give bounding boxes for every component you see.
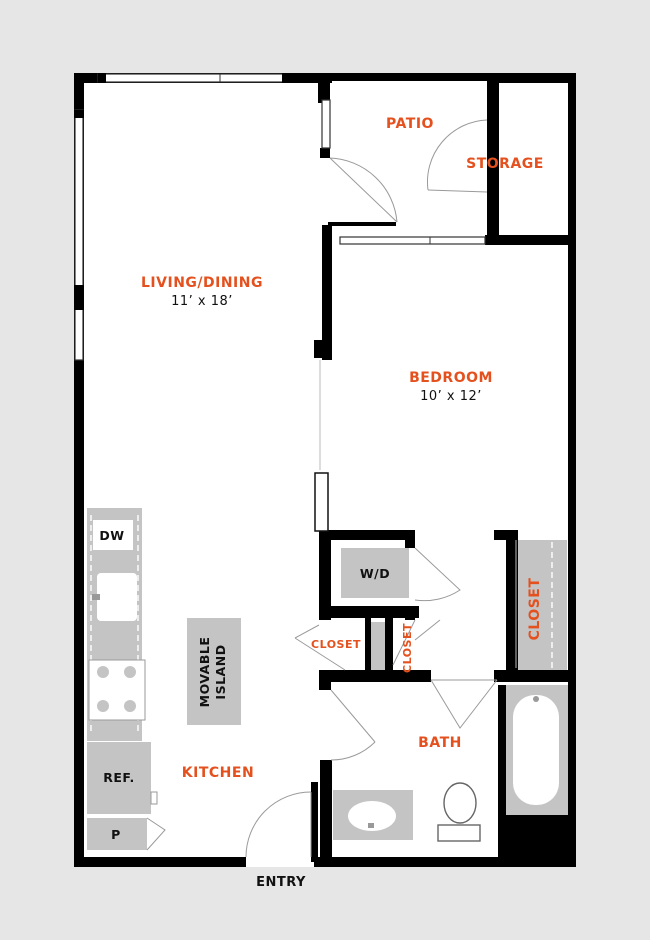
wall-bath-jamb (319, 670, 331, 690)
bath-door-icon (330, 689, 376, 743)
washer-dryer (341, 548, 409, 598)
entry-door-swing (245, 791, 312, 858)
wall-bath-corner (498, 815, 576, 867)
patio-label: PATIO (386, 116, 434, 132)
bath-closet-door-icon (430, 679, 498, 729)
window-patio (321, 99, 331, 149)
closet-door-icon (294, 624, 346, 671)
wall-bottom-left (74, 857, 246, 867)
patio-door-icon (329, 157, 398, 223)
sink-faucet-icon (92, 594, 100, 600)
movable-island (187, 618, 241, 725)
burner-icon (97, 700, 109, 712)
doors (245, 119, 517, 858)
entry-label: ENTRY (256, 875, 306, 890)
wall-patio-divider-top (318, 73, 330, 103)
storage-door-swing (426, 119, 488, 191)
wall-patio-top (320, 73, 495, 81)
wall-closet-divider (365, 618, 371, 674)
burner-icon (124, 666, 136, 678)
tub-drain-icon (533, 696, 539, 702)
bedroom-door-icon (314, 472, 329, 532)
wall-wd-top (319, 530, 415, 540)
wall-closet-right (506, 530, 518, 675)
wall-bath-top (319, 670, 431, 682)
wall-tub (498, 685, 506, 815)
toilet-bowl-icon (443, 782, 477, 824)
living-dining-dims: 11’ x 18’ (171, 294, 233, 309)
refrigerator-label: REF. (103, 770, 135, 785)
window-mullion (98, 73, 106, 83)
burner-icon (97, 666, 109, 678)
wall-patio-bottom (328, 222, 396, 226)
wall-bath-left (320, 760, 332, 867)
wall-storage-left (487, 73, 499, 193)
wall-pillar (320, 148, 330, 158)
wall-wd-left (319, 530, 331, 620)
wall-storage-top (487, 73, 576, 83)
wall-closet-jamb (405, 606, 415, 620)
wall-bedroom-left-upper (322, 225, 332, 360)
island-label-line1: MOVABLE (197, 637, 212, 708)
window-mullion (74, 285, 84, 310)
toilet-tank-icon (437, 824, 481, 842)
burner-icon (124, 700, 136, 712)
wall-closet-right-top (494, 530, 512, 540)
wall-left (74, 73, 84, 867)
hall-closet-shelf (371, 622, 385, 674)
pantry-label: P (111, 827, 121, 842)
island-label-line2: ISLAND (213, 644, 228, 699)
storage-door-icon (427, 189, 488, 193)
pantry-door-icon (146, 817, 166, 851)
windows (74, 73, 486, 361)
wd-door-icon (414, 547, 461, 602)
pantry (87, 818, 147, 850)
bath-door-swing (330, 741, 376, 761)
bedroom-label: BEDROOM (409, 370, 493, 386)
tub-basin-icon (513, 695, 559, 805)
wall-bottom-right (314, 857, 576, 867)
bath-fixtures (333, 685, 568, 842)
wall-wd-bottom (319, 606, 419, 618)
closet-door-icon (392, 619, 441, 666)
closet-mid-label: CLOSET (401, 623, 414, 673)
window-bedroom (339, 236, 486, 245)
wall-closet-divider-2 (385, 618, 393, 674)
window-top (97, 73, 289, 83)
kitchen-sink-icon (97, 573, 137, 621)
bath-faucet-icon (368, 823, 374, 828)
kitchen-counters (87, 508, 166, 851)
bath-sink-icon (348, 801, 396, 831)
dishwasher-box (93, 520, 133, 550)
wall-bedroom-corner (314, 340, 332, 358)
window-mullion (282, 73, 290, 83)
storage-label: STORAGE (466, 156, 544, 172)
kitchen-label: KITCHEN (182, 765, 254, 781)
closet-right-label: CLOSET (527, 578, 543, 641)
refrigerator (87, 742, 151, 814)
wall-wd-door-jamb (405, 530, 415, 548)
fridge-handle-icon (150, 791, 158, 805)
bath-label: BATH (418, 735, 462, 751)
living-dining-label: LIVING/DINING (141, 275, 263, 291)
wall-storage-bottom (485, 235, 575, 245)
dishwasher-label: DW (99, 528, 124, 543)
bedroom-closet-shelf (517, 540, 567, 670)
wall-entry-jamb (311, 782, 318, 862)
washer-dryer-label: W/D (360, 566, 390, 581)
patio-door-swing (329, 157, 398, 223)
cooktop-icon (88, 659, 146, 721)
bedroom-dims: 10’ x 12’ (420, 389, 482, 404)
closet-left-label: CLOSET (311, 638, 361, 651)
wall-storage-left-lower (487, 192, 499, 242)
wall-right (568, 73, 576, 867)
window-left (74, 109, 84, 361)
window-mullion (74, 110, 84, 118)
wall-bath-top-right (494, 670, 576, 682)
